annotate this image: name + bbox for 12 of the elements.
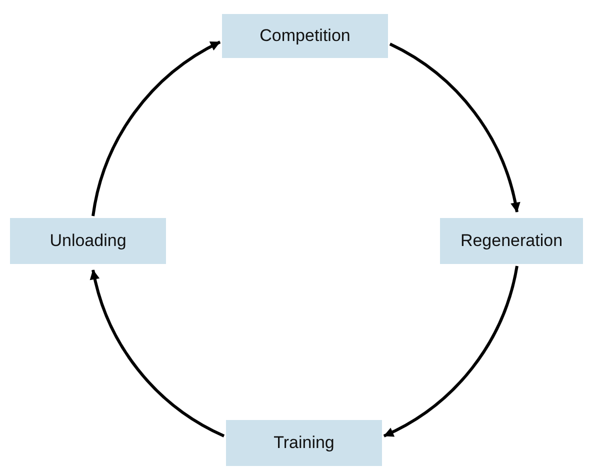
stage-box <box>10 218 166 264</box>
cycle-arrow <box>383 266 518 438</box>
stage-label: Unloading <box>50 231 126 251</box>
stage-box <box>440 218 583 264</box>
stage-box <box>222 14 388 58</box>
cycle-arrow <box>90 270 225 438</box>
stage-label: Regeneration <box>460 231 563 251</box>
cycle-arrow <box>389 42 520 212</box>
stage-label: Competition <box>260 26 350 46</box>
stage-label: Training <box>274 433 334 453</box>
cycle-arrow <box>92 40 221 216</box>
stage-box <box>226 420 382 466</box>
